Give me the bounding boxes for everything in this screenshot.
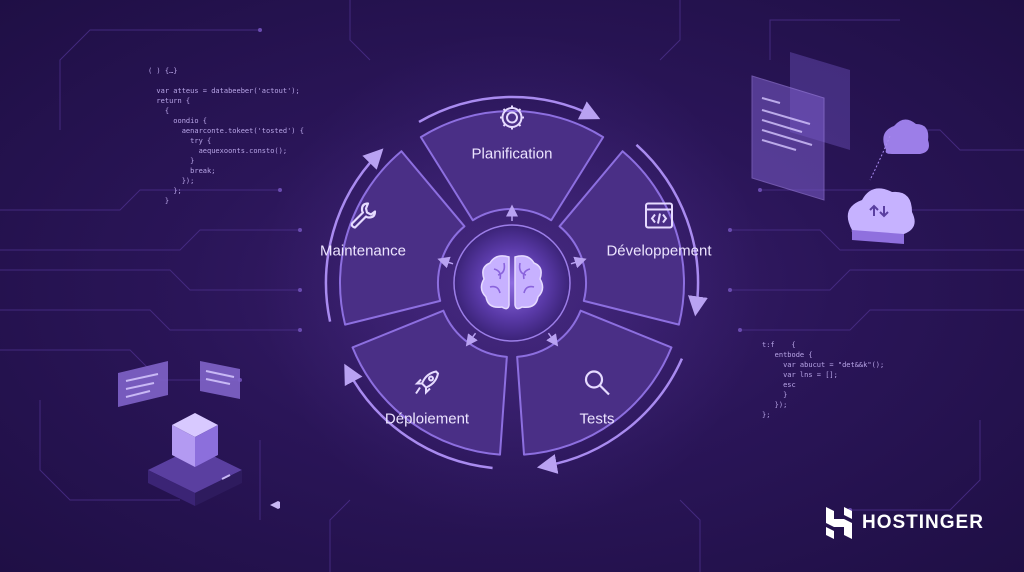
code-left-line: {: [148, 107, 170, 115]
cycle-arrow: [418, 95, 601, 124]
code-left-line: aequexoonts.consto();: [148, 147, 288, 155]
cycle-arrow: [635, 143, 708, 317]
code-right-line: var abucut = "det&&k"();: [762, 361, 885, 369]
code-left-line: try {: [148, 137, 212, 145]
code-left-line: oondio {: [148, 117, 208, 125]
cloud-icon: [847, 188, 915, 234]
cycle-arrow: [536, 358, 684, 474]
server-illustration: [118, 361, 280, 509]
code-snippet-left: ( ) {…} var atteus = databeeber('actout'…: [148, 66, 304, 206]
segment-développement: [558, 150, 685, 326]
segment-label-tests: Tests: [579, 410, 615, 428]
cloud-icon: [883, 119, 929, 154]
segment-label-planification: Planification: [471, 145, 553, 163]
code-right-line: t:f {: [762, 341, 796, 349]
code-right-line: entbode {: [762, 351, 813, 359]
code-left-line: return {: [148, 97, 191, 105]
segment-tests: [516, 309, 673, 456]
code-right-line: }: [762, 391, 788, 399]
code-right-line: var lns = [];: [762, 371, 838, 379]
cycle-arrow: [324, 148, 384, 322]
code-left-line: }: [148, 157, 195, 165]
brand-name: HOSTINGER: [862, 512, 984, 533]
magnifier-icon: [582, 368, 612, 403]
cycle-arrow: [344, 363, 493, 470]
cloud-illustration: [751, 52, 929, 244]
segment-maintenance: [339, 150, 466, 326]
code-right-line: };: [762, 411, 771, 419]
hub-arrow: [570, 256, 587, 269]
code-left-line: });: [148, 177, 195, 185]
center-hub: [453, 224, 571, 342]
wrench-icon: [348, 201, 378, 236]
segment-planification: [419, 110, 605, 222]
code-snippet-right: t:f { entbode { var abucut = "det&&k"();…: [762, 340, 884, 420]
code-left-line: var atteus = databeeber('actout');: [148, 87, 300, 95]
segment-label-deploiement: Déploiement: [384, 410, 470, 428]
code-left-line: aenarconte.tokeet('tosted') {: [148, 127, 304, 135]
chat-bubble-icon: [200, 361, 240, 399]
segment-déploiement: [351, 309, 508, 456]
segment-label-developpement: Développement: [606, 242, 712, 260]
code-right-line: esc: [762, 381, 796, 389]
brand-logo: HOSTINGER: [826, 507, 984, 539]
brain-icon: [480, 255, 544, 310]
code-right-line: });: [762, 401, 788, 409]
code-left-line: }: [148, 197, 170, 205]
code-left-line: break;: [148, 167, 216, 175]
hub-arrow: [465, 332, 478, 347]
hostinger-logo-icon: [826, 507, 852, 539]
rocket-icon: [412, 368, 442, 403]
gear-icon: [497, 103, 527, 138]
code-left-line: ( ) {…}: [148, 67, 178, 75]
code-left-line: };: [148, 187, 182, 195]
chat-bubble-icon: [118, 361, 168, 407]
segment-label-maintenance: Maintenance: [320, 242, 406, 260]
hub-arrow: [437, 256, 454, 269]
code-window-icon: [644, 201, 674, 236]
hub-arrow: [546, 332, 559, 347]
